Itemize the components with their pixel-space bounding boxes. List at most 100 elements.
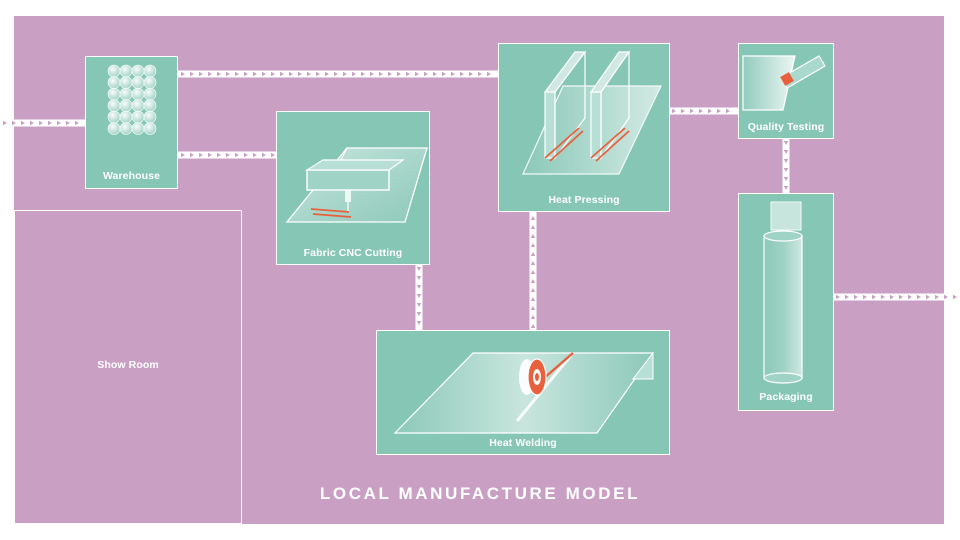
flow-arrow (530, 234, 536, 238)
flow-arrow (530, 216, 536, 220)
flow-arrow (530, 315, 536, 319)
flow-arrow (460, 71, 464, 77)
flow-arrow (530, 270, 536, 274)
fabric-roll (107, 87, 121, 101)
station-warehouse: Warehouse (85, 56, 178, 189)
flow-arrow (416, 294, 422, 298)
flow-arrow (361, 71, 365, 77)
fabric-roll (107, 110, 121, 124)
fabric-roll (143, 87, 157, 101)
flow-arrow (530, 324, 536, 328)
fabric-roll (131, 122, 145, 135)
flow-arrow (863, 294, 867, 300)
flow-arrow (487, 71, 491, 77)
flow-arrow (325, 71, 329, 77)
flow-arrow (244, 152, 248, 158)
flow-arrow (530, 288, 536, 292)
flow-arrow (334, 71, 338, 77)
flow-arrow (3, 120, 7, 126)
flow-arrow (953, 294, 957, 300)
fabric-roll (107, 76, 121, 89)
flow-arrow (208, 152, 212, 158)
flow-arrow (530, 243, 536, 247)
flow-arrow (244, 71, 248, 77)
flow-arrow (21, 120, 25, 126)
flow-arrow (416, 285, 422, 289)
label-showroom: Show Room (97, 359, 159, 371)
flow-arrow (416, 303, 422, 307)
flow-arrow (253, 71, 257, 77)
flow-arrow (379, 71, 383, 77)
flow-arrow (478, 71, 482, 77)
flow-arrow (845, 294, 849, 300)
flow-arrow (935, 294, 939, 300)
flow-arrow (783, 159, 789, 163)
fabric-roll (119, 76, 133, 89)
flow-arrow (854, 294, 858, 300)
fabric-roll (143, 122, 157, 135)
conveyor-lines (0, 70, 960, 331)
label-warehouse: Warehouse (102, 170, 161, 182)
fabric-roll (107, 99, 121, 112)
station-quality-testing: Quality Testing (738, 43, 834, 139)
flow-arrow (75, 120, 79, 126)
label-heat-pressing: Heat Pressing (548, 194, 620, 206)
testing-to-packaging-line (782, 138, 790, 194)
flow-arrow (217, 71, 221, 77)
flow-arrow (530, 261, 536, 265)
station-packaging: Packaging (738, 193, 834, 411)
flow-arrow (352, 71, 356, 77)
welding-roller-icon (393, 351, 655, 434)
flow-arrow (226, 152, 230, 158)
flow-arrow (12, 120, 16, 126)
flow-arrow (433, 71, 437, 77)
flow-arrow (890, 294, 894, 300)
label-heat-welding: Heat Welding (489, 437, 557, 449)
flow-arrow (343, 71, 347, 77)
flow-arrow (262, 152, 266, 158)
flow-arrow (681, 108, 685, 114)
flow-arrow (416, 312, 422, 316)
flow-arrow (416, 267, 422, 271)
rolls-icon (107, 64, 157, 135)
flow-arrow (388, 71, 392, 77)
flow-arrow (530, 252, 536, 256)
flow-arrow (289, 71, 293, 77)
flow-arrow (415, 71, 419, 77)
flow-arrow (217, 152, 221, 158)
flow-arrow (271, 152, 275, 158)
fabric-roll (131, 99, 145, 112)
flow-arrow (672, 108, 676, 114)
flow-arrow (881, 294, 885, 300)
flow-arrow (208, 71, 212, 77)
heat-press-icon (522, 50, 662, 175)
flow-arrow (190, 71, 194, 77)
flow-arrow (908, 294, 912, 300)
cnc-machine-icon (285, 147, 428, 223)
showroom-area: Show Room (14, 210, 242, 524)
flow-arrow (199, 152, 203, 158)
label-quality-testing: Quality Testing (747, 121, 825, 133)
flow-arrow (406, 71, 410, 77)
flow-arrow (530, 306, 536, 310)
flow-arrow (926, 294, 930, 300)
flow-arrow (190, 152, 194, 158)
flow-arrow (416, 321, 422, 325)
flow-arrow (726, 108, 730, 114)
station-heat-pressing: Heat Pressing (498, 43, 670, 212)
flow-arrow (783, 141, 789, 145)
flow-arrow (57, 120, 61, 126)
flow-arrow (530, 297, 536, 301)
station-heat-welding: Heat Welding (376, 330, 670, 455)
fabric-roll (131, 76, 145, 89)
diagram-title: LOCAL MANUFACTURE MODEL (319, 484, 641, 503)
flow-arrow (307, 71, 311, 77)
flow-arrow (262, 71, 266, 77)
tube-icon (763, 201, 803, 384)
label-cnc-cutting: Fabric CNC Cutting (303, 247, 403, 259)
fabric-roll (131, 64, 145, 78)
flow-arrow (416, 276, 422, 280)
flow-arrow (226, 71, 230, 77)
fabric-roll (131, 87, 145, 101)
flow-arrow (30, 120, 34, 126)
